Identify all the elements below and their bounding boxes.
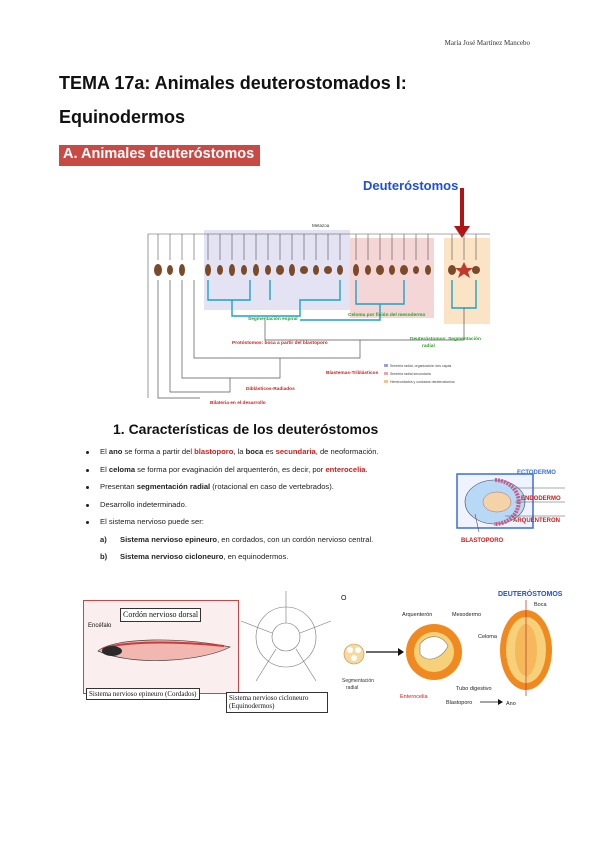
cicloneuro-caption: Sistema nervioso cicloneuro(Equinodermos…	[226, 692, 328, 713]
arquenteron-dev-label: Arquenterón	[402, 612, 432, 618]
dorsal-cord-caption: Cordón nervioso dorsal	[120, 608, 202, 622]
seg-label-1: Segmentación	[342, 678, 374, 684]
bilateral-label: Bilateria en el desarrollo	[210, 400, 266, 406]
page-title: TEMA 17a: Animales deuterostomados I:	[59, 73, 407, 93]
deutero-note-2: radial	[422, 343, 435, 349]
mesodermo-label: Mesodermo	[452, 612, 481, 618]
enterocelia-label: Enterocelia	[400, 694, 428, 700]
deutero-note-1: Deuteróstomos: Segmentación	[410, 336, 481, 342]
marker-o: O	[341, 595, 347, 602]
metazoa-label: Metazoa	[312, 223, 330, 228]
boca-label: Boca	[534, 602, 547, 608]
triploblastic-label: Blastemas-Triblásticos	[326, 370, 379, 376]
deuterostome-panel	[444, 238, 490, 324]
seg-label-2: radial	[346, 685, 358, 691]
legend-3: Hemicordados y cordados deuterostomos	[390, 380, 455, 384]
list-item: El celoma se forma por evaginación del a…	[86, 463, 379, 481]
deuterostome-development-diagram: DEUTERÓSTOMOS Boca Arquenterón Mesodermo…	[342, 589, 563, 707]
arrow-head	[454, 226, 470, 238]
legend-1: Simetría radial, organización dos capas	[390, 364, 452, 368]
page-title-line2: Equinodermos	[59, 107, 186, 127]
arquenteron-label: ARQUÉNTERON	[513, 516, 560, 524]
chordate-body-drawing	[97, 639, 232, 661]
epineuro-caption: Sistema nervioso epineuro (Cordados)	[86, 688, 200, 701]
list-item: El sistema nervioso puede ser:	[86, 515, 379, 533]
schizocoely-label: Celoma por fisión del mesodermo	[348, 312, 425, 318]
tubo-label: Tubo digestivo	[456, 686, 492, 692]
author-name: María José Martínez Mancebo	[444, 39, 530, 47]
diploblastic-label: Diblásticos-Radiados	[246, 386, 295, 392]
section-heading-a: A. Animales deuteróstomos	[59, 145, 261, 166]
list-item-sub: a)Sistema nervioso epineuro, en cordados…	[100, 534, 374, 544]
dev-title: DEUTERÓSTOMOS	[498, 589, 563, 598]
celoma-label: Celoma	[478, 634, 498, 640]
phylogeny-tree: Metazoa Segmentación espiral Celoma po	[147, 188, 490, 406]
chordate-nervous-figure: Cordón nervioso dorsal Encéfalo	[83, 600, 239, 694]
protostome-label: Protóstomos: boca a partir del blastopor…	[232, 340, 328, 346]
tree-title: Deuteróstomos	[363, 178, 459, 193]
sea-star-icon	[455, 262, 473, 278]
ectodermo-label: ECTODERMO	[517, 470, 556, 476]
list-item: Desarrollo indeterminado.	[86, 498, 379, 516]
endodermo-label: ENDODERMO	[521, 496, 561, 502]
blastoporo-dev-label: Blastoporo	[446, 700, 472, 706]
ano-label: Ano	[506, 701, 516, 707]
blastoporo-label: BLASTOPORO	[461, 538, 504, 544]
echinoderm-nervous-drawing	[240, 591, 332, 682]
gastrula-diagram: ECTODERMO ENDODERMO ARQUÉNTERON BLASTOPO…	[456, 470, 565, 544]
list-item: El ano se forma a partir del blastoporo,…	[86, 445, 379, 463]
section-1-heading: 1. Características de los deuteróstomos	[113, 421, 379, 437]
characteristics-list: El ano se forma a partir del blastoporo,…	[86, 445, 379, 568]
legend-2: Simetría radial secundaria	[390, 372, 431, 376]
list-item: Presentan segmentación radial (rotaciona…	[86, 480, 379, 498]
spiral-cleavage-label: Segmentación espiral	[248, 316, 298, 322]
list-item-sub: b)Sistema nervioso cicloneuro, en equino…	[100, 552, 289, 561]
encefalo-label: Encéfalo	[88, 623, 112, 629]
